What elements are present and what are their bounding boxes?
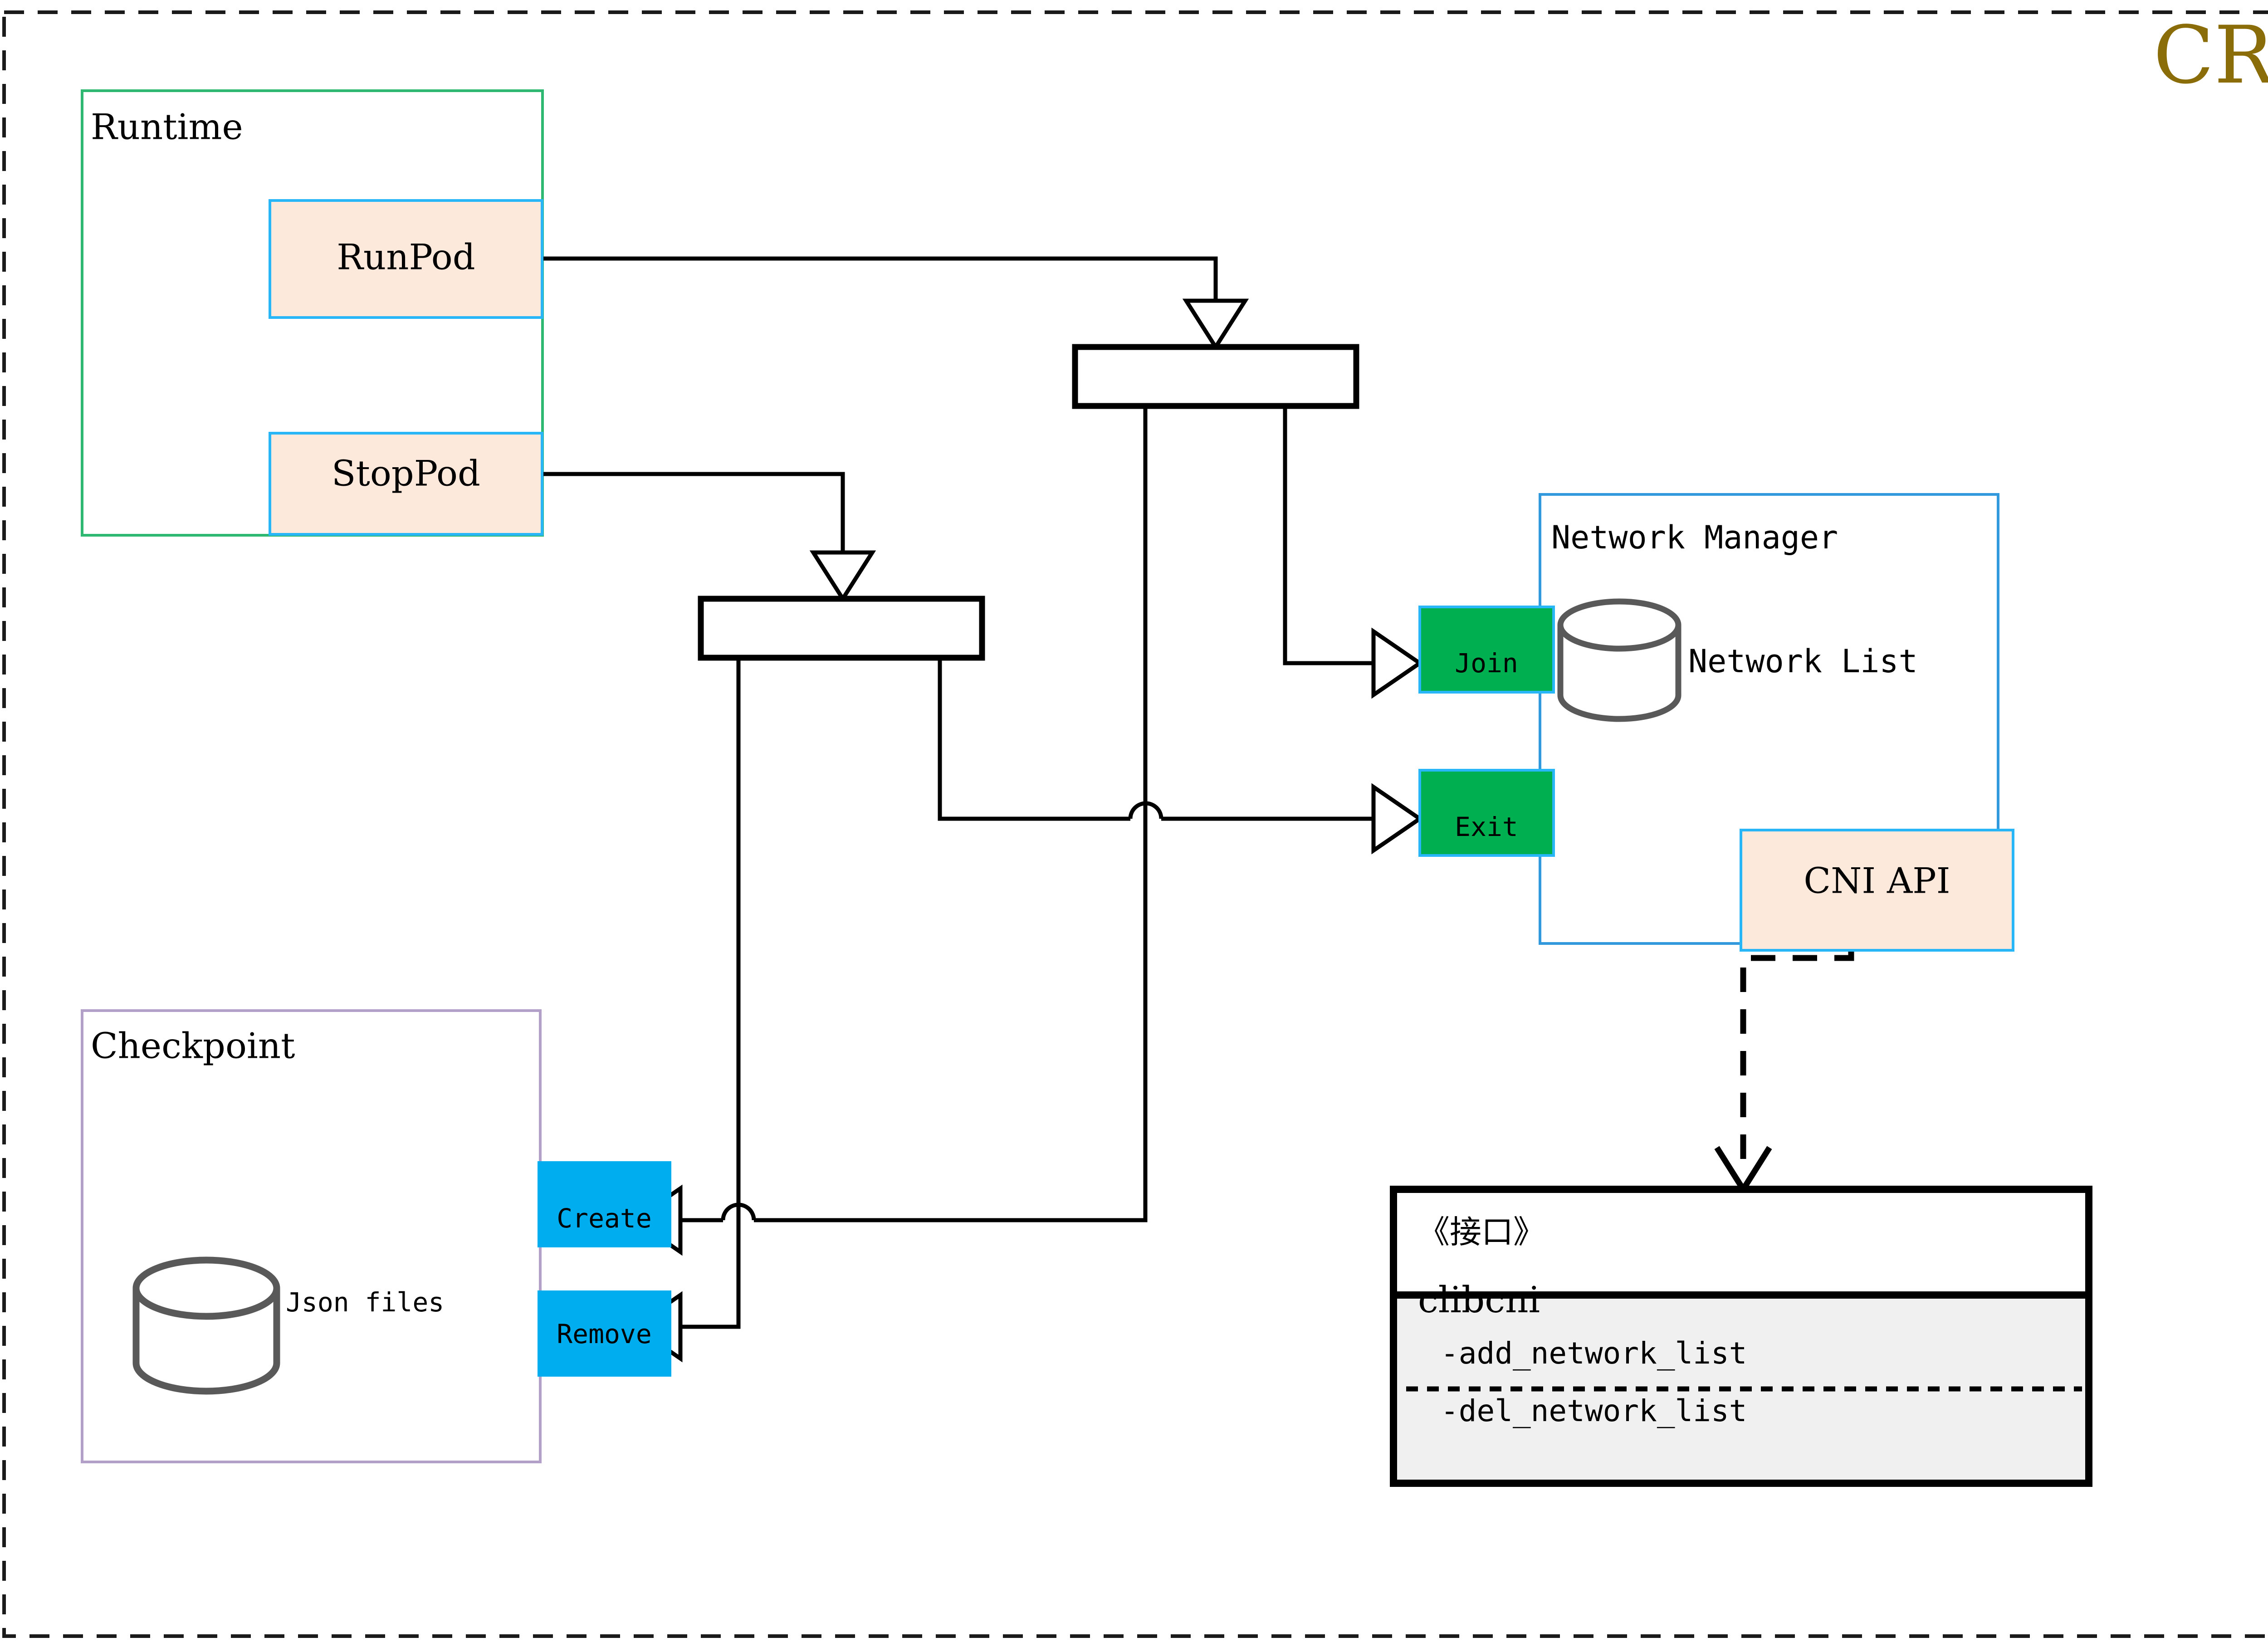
edge-runpod-to-junction [543, 256, 1218, 299]
cni-api-box[interactable] [1740, 829, 2014, 952]
remove-box[interactable] [538, 1290, 671, 1377]
arrowhead-runpod-junction [1182, 298, 1249, 351]
arrowhead-exit [1371, 783, 1423, 855]
exit-label: Exit [1455, 811, 1518, 842]
runtime-title: Runtime [91, 107, 243, 148]
exit-box[interactable] [1418, 769, 1555, 857]
edge-junction-lower-left-trunk [680, 658, 741, 1329]
checkpoint-title: Checkpoint [91, 1026, 295, 1067]
edge-junction-upper-to-join [1283, 406, 1374, 665]
network-list-store-label: Network List [1688, 643, 1918, 680]
join-label: Join [1455, 648, 1518, 679]
cni-api-label: CNI API [1804, 861, 1950, 902]
stoppod-box[interactable] [269, 432, 543, 536]
arrowhead-join [1371, 627, 1423, 699]
clibcni-interface-box[interactable] [1390, 1186, 2092, 1487]
edge-cniapi-to-clibcni [1740, 950, 1854, 1162]
linejump-create-over-remove-trunk [721, 1202, 756, 1221]
network-manager-title: Network Manager [1551, 519, 1838, 556]
clibcni-stereotype: 《接口》 [1418, 1213, 1545, 1251]
clibcni-method-add: -add_network_list [1441, 1336, 1747, 1371]
create-label: Create [557, 1203, 652, 1234]
edge-create-feed [754, 1203, 1148, 1222]
stoppod-label: StopPod [332, 454, 480, 494]
edge-stoppod-to-junction [543, 472, 845, 551]
junction-box-stoppod [698, 596, 985, 661]
checkpoint-store-label: Json files [286, 1287, 444, 1318]
checkpoint-datastore-icon [132, 1256, 280, 1395]
checkpoint-container [81, 1009, 542, 1463]
clibcni-method-del: -del_network_list [1441, 1393, 1747, 1428]
junction-box-runpod [1072, 344, 1359, 409]
remove-label: Remove [557, 1319, 652, 1349]
linejump-exit-over-trunk [1128, 801, 1163, 819]
runpod-label: RunPod [337, 237, 475, 278]
create-box[interactable] [538, 1161, 671, 1247]
clibcni-name: clibcni [1418, 1279, 1540, 1321]
arrowhead-stoppod-junction [809, 550, 876, 603]
diagram-outer-frame [2, 10, 2268, 1638]
join-box[interactable] [1418, 606, 1555, 694]
diagram-title: CRI [2153, 10, 2268, 102]
runpod-box[interactable] [269, 199, 543, 319]
edge-junction-lower-to-exit-a [938, 658, 1130, 821]
network-manager-datastore-icon [1557, 598, 1681, 722]
